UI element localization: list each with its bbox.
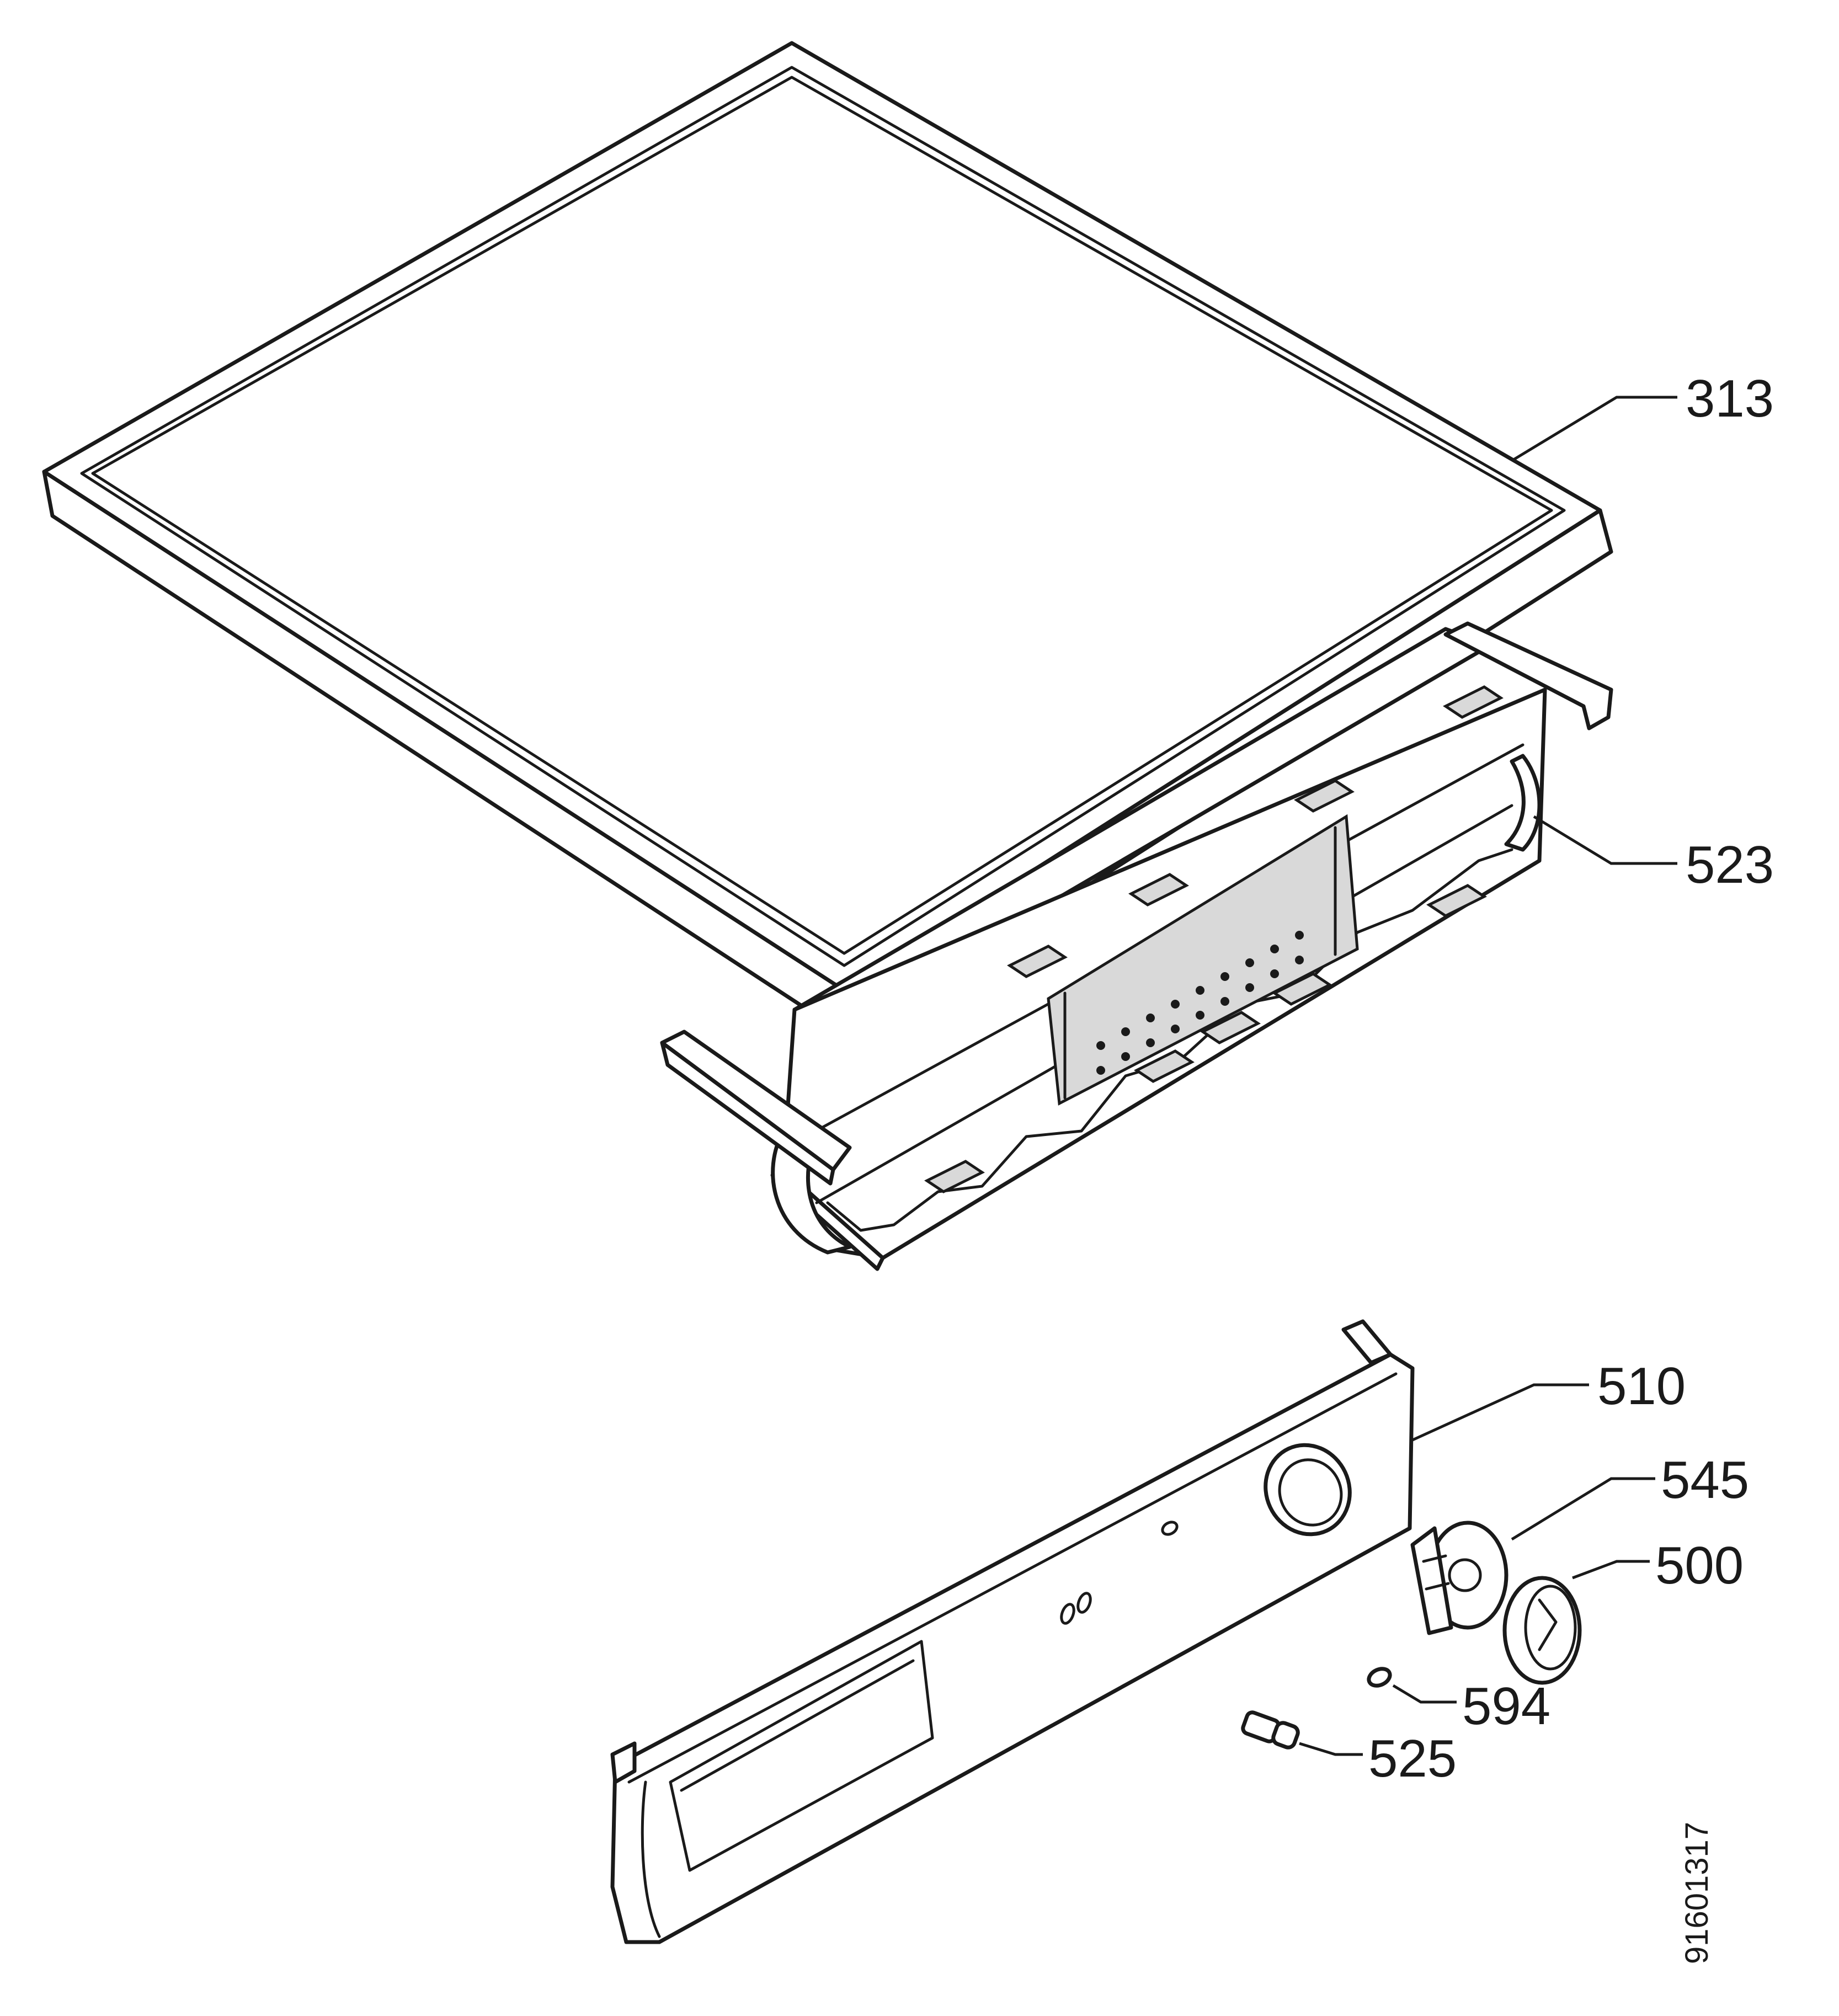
document-number: 91601317 — [1679, 1822, 1715, 1964]
label-510: 510 — [1597, 1357, 1686, 1416]
label-523: 523 — [1686, 835, 1774, 894]
label-500: 500 — [1655, 1536, 1744, 1595]
label-545: 545 — [1661, 1450, 1749, 1510]
leader-lines — [1299, 396, 1677, 1756]
panel-frame-523 — [660, 621, 1613, 1271]
label-594: 594 — [1462, 1677, 1550, 1736]
switch-545 — [1410, 1521, 1508, 1635]
vent-grid — [1096, 931, 1304, 1075]
label-313: 313 — [1686, 369, 1774, 428]
front-fascia-510 — [610, 1319, 1415, 1944]
mounting-slots — [924, 685, 1504, 1193]
knob-500 — [1502, 1576, 1582, 1685]
lens-594 — [1367, 1667, 1392, 1688]
label-525: 525 — [1368, 1729, 1457, 1788]
button-525 — [1241, 1710, 1300, 1750]
